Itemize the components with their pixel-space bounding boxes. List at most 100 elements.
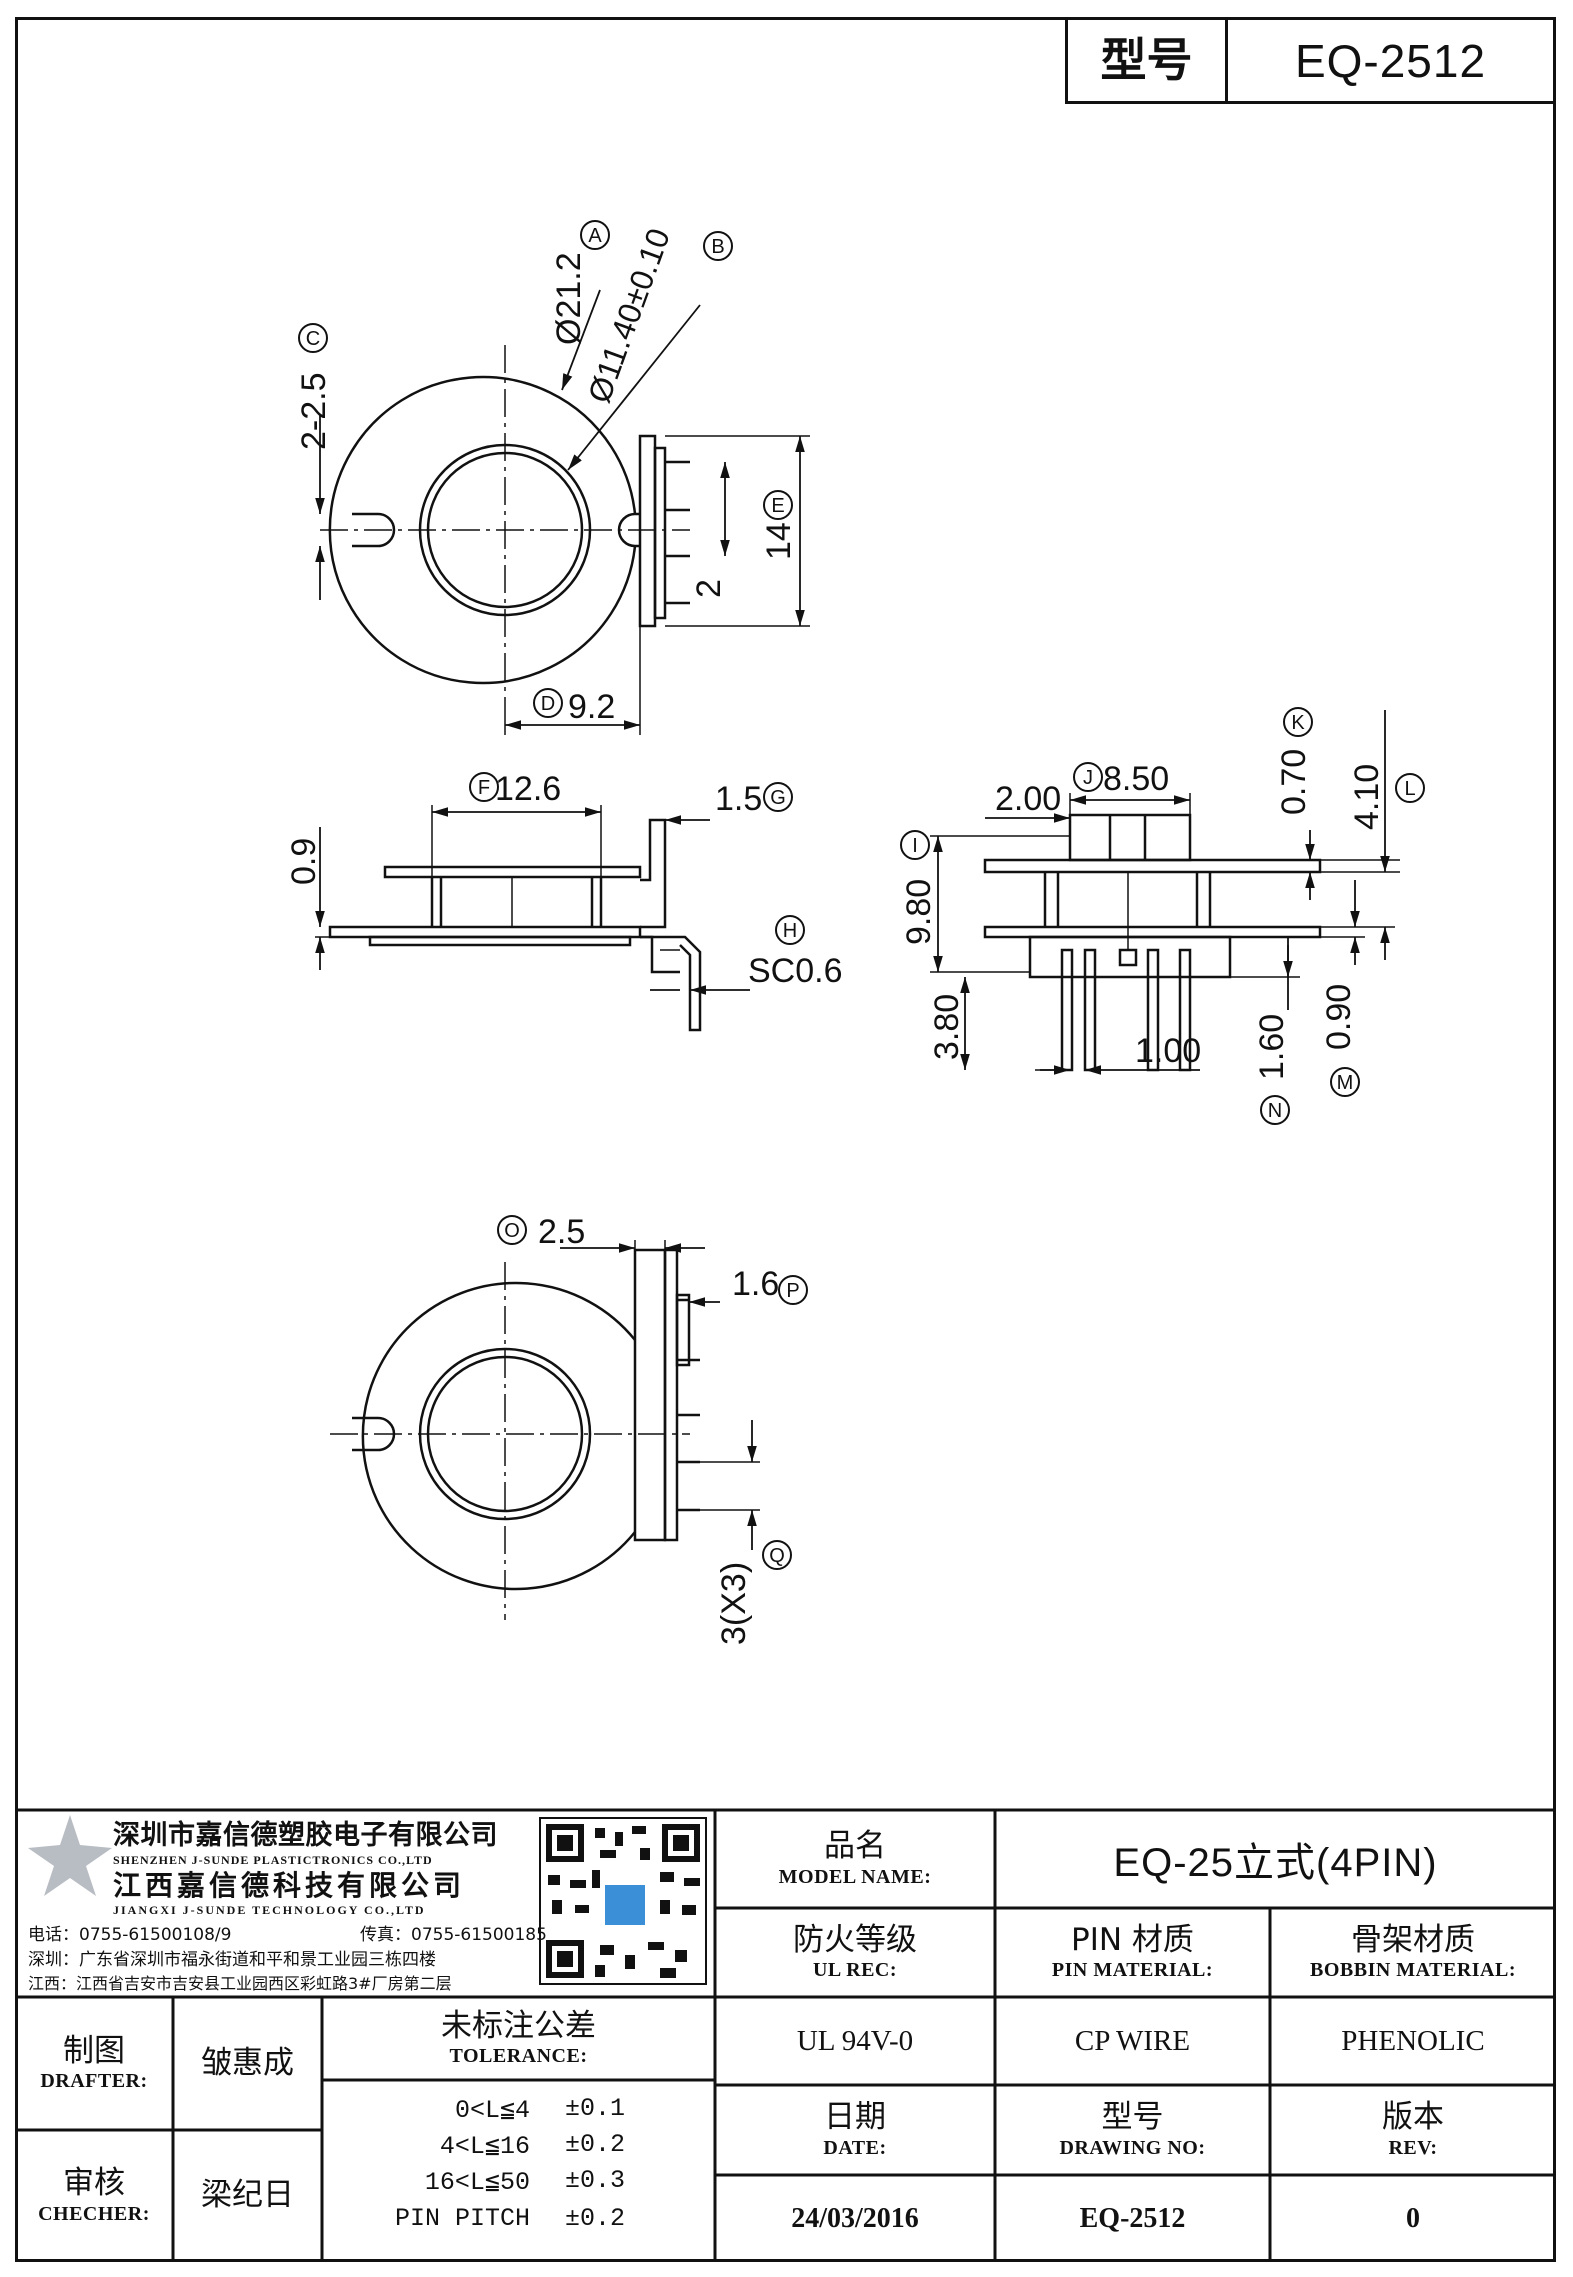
drawing-no-en: DRAWING NO: xyxy=(1059,2136,1206,2159)
company-addr-sz: 深圳：广东省深圳市福永街道和平和景工业园三栋四楼 xyxy=(28,1950,436,1970)
cell-ul-rec-value: UL 94V-0 xyxy=(715,1997,995,2085)
label-pin-100: 1.00 xyxy=(1135,1032,1201,1070)
cell-drawing-no-label: 型号 DRAWING NO: xyxy=(995,2085,1270,2175)
cell-tolerance-label: 未标注公差 TOLERANCE: xyxy=(322,1997,715,2080)
cell-bobbin-mat-label: 骨架材质 BOBBIN MATERIAL: xyxy=(1270,1908,1556,1997)
marker-b: B xyxy=(703,231,733,261)
tolerance-value-1: ±0.1 xyxy=(565,2094,626,2123)
cell-drafter-label: 制图 DRAFTER: xyxy=(15,1997,173,2130)
checker-name: 梁纪日 xyxy=(201,2177,294,2214)
top-view xyxy=(315,289,810,735)
checker-cn: 审核 xyxy=(63,2165,125,2202)
marker-i: I xyxy=(900,830,930,860)
date-en: DATE: xyxy=(823,2136,887,2159)
cell-pin-mat-label: PIN 材质 PIN MATERIAL: xyxy=(995,1908,1270,1997)
qr-code xyxy=(539,1817,707,1985)
cell-date-value: 24/03/2016 xyxy=(715,2175,995,2262)
bottom-tab-rect xyxy=(675,1293,691,1367)
company-name-sz: 深圳市嘉信德塑胶电子有限公司 xyxy=(113,1820,498,1851)
front-pin-key xyxy=(1118,948,1138,967)
company-logo-icon xyxy=(28,1815,112,1896)
ul-rec-value: UL 94V-0 xyxy=(796,2024,914,2057)
side-lead-step xyxy=(640,935,680,974)
model-name-cn: 品名 xyxy=(824,1828,886,1865)
svg-text:L: L xyxy=(1404,778,1415,800)
svg-text:O: O xyxy=(504,1220,520,1242)
pin-mat-value: CP WIRE xyxy=(1074,2024,1191,2057)
label-span-e: 14 xyxy=(760,522,798,560)
date-cn: 日期 xyxy=(824,2099,886,2136)
front-pin-2 xyxy=(1083,948,1097,1072)
marker-g: G xyxy=(763,782,793,812)
company-phone: 电话：0755-61500108/9 xyxy=(28,1925,232,1945)
flange-block xyxy=(638,434,657,628)
ul-rec-cn: 防火等级 xyxy=(793,1921,917,1958)
label-j-val: 8.50 xyxy=(1103,760,1169,798)
tolerance-range-4: PIN PITCH xyxy=(394,2204,530,2233)
marker-d: D xyxy=(533,688,563,718)
rev-cn: 版本 xyxy=(1382,2099,1444,2136)
side-pin xyxy=(640,935,702,1032)
label-slot-c: 2-2.5 xyxy=(295,373,333,451)
side-view xyxy=(315,805,750,1032)
tolerance-value-3: ±0.3 xyxy=(565,2166,626,2195)
left-slot xyxy=(352,512,396,548)
svg-text:Q: Q xyxy=(769,1545,785,1567)
svg-text:D: D xyxy=(541,693,555,715)
label-n-val: 1.60 xyxy=(1253,1014,1291,1080)
svg-text:A: A xyxy=(588,225,602,247)
cell-bobbin-mat-value: PHENOLIC xyxy=(1270,1997,1556,2085)
marker-l: L xyxy=(1395,773,1425,803)
marker-o: O xyxy=(497,1215,527,1245)
label-l-val: 4.10 xyxy=(1348,764,1386,830)
marker-q: Q xyxy=(762,1540,792,1570)
header-model-value-cell: EQ-2512 xyxy=(1225,17,1556,104)
svg-text:J: J xyxy=(1083,767,1093,789)
bottom-flange-step xyxy=(663,1248,679,1542)
cell-checker-label: 审核 CHECHER: xyxy=(15,2130,173,2262)
bottom-flange xyxy=(633,1248,667,1542)
side-lead-top xyxy=(640,818,667,929)
company-addr-jx: 江西：江西省吉安市吉安县工业园西区彩虹路3#厂房第二层 xyxy=(28,1974,452,1993)
label-d-val: 9.2 xyxy=(568,688,615,726)
svg-text:E: E xyxy=(771,495,784,517)
svg-text:G: G xyxy=(770,787,786,809)
label-height-09: 0.9 xyxy=(285,838,323,885)
label-k-val: 0.70 xyxy=(1275,749,1313,815)
tolerance-value-4: ±0.2 xyxy=(565,2204,626,2233)
label-pos-200: 2.00 xyxy=(995,780,1061,818)
front-top-flange xyxy=(983,858,1322,874)
model-name-value: EQ-25立式(4PIN) xyxy=(1113,1841,1438,1885)
cell-checker-name: 梁纪日 xyxy=(173,2130,322,2262)
cell-drafter-name: 皱惠成 xyxy=(173,1997,322,2130)
company-name-jx: 江西嘉信德科技有限公司 xyxy=(113,1869,466,1902)
marker-f: F xyxy=(469,772,499,802)
bobbin-mat-cn: 骨架材质 xyxy=(1351,1921,1475,1958)
label-pitch-2: 2 xyxy=(690,579,728,598)
leader-b xyxy=(567,304,701,471)
pin-mat-en: PIN MATERIAL: xyxy=(1051,1959,1214,1982)
bobbin-mat-value: PHENOLIC xyxy=(1341,2024,1485,2057)
rev-en: REV: xyxy=(1388,2136,1438,2159)
header-model-value: EQ-2512 xyxy=(1294,34,1487,87)
drawing-no-value: EQ-2512 xyxy=(1079,2202,1186,2234)
drafter-name: 皱惠成 xyxy=(201,2044,294,2081)
model-name-en: MODEL NAME: xyxy=(778,1865,932,1888)
label-m-val: 0.90 xyxy=(1320,984,1358,1050)
label-pin-380: 3.80 xyxy=(928,994,966,1060)
side-base xyxy=(368,935,632,947)
cell-ul-rec-label: 防火等级 UL REC: xyxy=(715,1908,995,1997)
cell-drawing-no-value: EQ-2512 xyxy=(995,2175,1270,2262)
company-name-sz-en: SHENZHEN J-SUNDE PLASTICTRONICS CO.,LTD xyxy=(113,1853,433,1867)
company-name-jx-en: JIANGXI J-SUNDE TECHNOLOGY CO.,LTD xyxy=(113,1903,426,1917)
marker-p: P xyxy=(778,1275,808,1305)
bobbin-mat-en: BOBBIN MATERIAL: xyxy=(1310,1959,1516,1982)
drafter-cn: 制图 xyxy=(63,2032,125,2069)
label-dia-b: Ø11.40±0.10 xyxy=(581,224,677,408)
front-top-boss xyxy=(1068,813,1192,862)
label-f-val: 12.6 xyxy=(495,770,561,808)
header-model-label: 型号 xyxy=(1100,33,1193,88)
cell-model-name-value: EQ-25立式(4PIN) xyxy=(995,1810,1556,1908)
tolerance-range-1: 0<L≦4 xyxy=(454,2096,530,2125)
svg-text:F: F xyxy=(478,777,490,799)
